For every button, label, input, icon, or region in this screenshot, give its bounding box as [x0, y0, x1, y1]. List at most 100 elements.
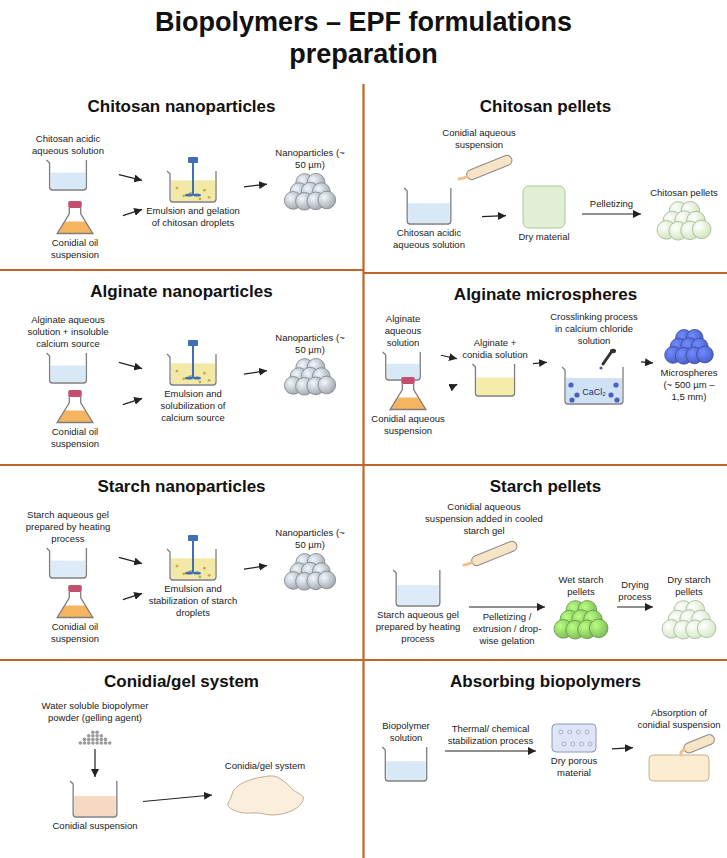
powder-grain — [91, 738, 95, 742]
process-arrow — [469, 606, 545, 607]
process-step: Nanoparticles (~ 50 µm) — [270, 147, 350, 211]
process-arrow — [143, 795, 212, 801]
powder-grain — [100, 738, 104, 742]
process-step: Biopolymer solution — [370, 720, 442, 782]
process-step: Conidial oil suspension — [30, 585, 120, 645]
droplet — [182, 377, 185, 380]
microsphere — [608, 392, 613, 397]
step-caption: Dry material — [509, 231, 579, 243]
powder-grain — [95, 738, 99, 742]
process-arrow — [617, 606, 653, 607]
process-arrow — [123, 209, 142, 215]
sphere — [589, 619, 608, 638]
panel: Alginate nanoparticlesAlginate aqueous s… — [0, 270, 363, 465]
process-step: Starch aqueous gel prepared by heating p… — [370, 569, 466, 645]
powder-grain — [91, 741, 95, 745]
flask-icon — [30, 585, 120, 619]
sphere — [697, 346, 714, 363]
process-arrow — [119, 557, 142, 563]
panel: Starch nanoparticlesStarch aqueous gel p… — [0, 465, 363, 660]
beaker-outline — [383, 352, 421, 380]
process-arrow — [119, 175, 142, 181]
pour-stream — [681, 750, 684, 754]
divider-line — [364, 272, 727, 274]
process-step: Microspheres (~ 500 µm – 1,5 mm) — [656, 329, 722, 403]
dropper-bulb — [610, 349, 616, 353]
powder-grain — [91, 730, 95, 734]
flask-outline — [390, 384, 426, 410]
beaker-outline — [47, 160, 87, 190]
beaker-outline — [70, 781, 117, 817]
beaker-icon — [20, 547, 116, 579]
droplet — [182, 194, 185, 197]
beaker-liquid — [51, 561, 86, 577]
powder-grain — [95, 741, 99, 745]
droplet — [176, 187, 179, 190]
stirrer-blade — [185, 193, 193, 196]
beaker-icon — [379, 187, 479, 225]
process-arrow — [123, 398, 142, 404]
stir-icon — [145, 157, 241, 203]
process-step: Dry material — [509, 185, 579, 243]
stirrer-rod — [192, 539, 194, 573]
flask-icon — [30, 390, 120, 424]
process-arrow — [244, 566, 267, 570]
flask-cap — [68, 585, 81, 592]
diagram-title: Biopolymers – EPF formulations preparati… — [0, 6, 727, 70]
step-caption: Chitosan acidic aqueous solution — [20, 133, 116, 157]
process-step: Conidia/gel system — [215, 760, 315, 820]
step-caption: Conidial aqueous suspension — [368, 413, 448, 437]
beaker-liquid — [397, 585, 439, 605]
test-tube — [465, 154, 513, 181]
spheres-icon — [270, 358, 350, 396]
process-step: Conidial oil suspension — [30, 201, 120, 261]
test-tube — [682, 733, 715, 754]
droplet — [199, 198, 202, 201]
droplet — [208, 196, 211, 199]
stirrer-rod — [192, 161, 194, 195]
step-caption: Conidial oil suspension — [30, 237, 120, 261]
process-step: Wet starch pellets — [548, 574, 614, 640]
beaker-outline — [472, 364, 514, 396]
panel-heading: Conidia/gel system — [0, 660, 363, 692]
flask-cap — [401, 377, 414, 384]
process-step: Water soluble biopolymer powder (gelling… — [30, 700, 160, 746]
powder-grain — [83, 741, 87, 745]
process-step: Dry porous material — [539, 723, 609, 779]
step-caption: Water soluble biopolymer powder (gelling… — [30, 700, 160, 724]
panel-heading: Chitosan pellets — [364, 85, 727, 117]
powder-grain — [104, 738, 108, 742]
gel-icon — [215, 774, 315, 820]
flask-cap — [68, 390, 81, 397]
stir-icon — [145, 535, 241, 581]
beaker-outline — [562, 367, 623, 404]
droplet — [199, 381, 202, 384]
process-step: Conidial aqueous suspension — [424, 127, 534, 179]
panel: Chitosan nanoparticlesChitosan acidic aq… — [0, 85, 363, 270]
process-arrow — [533, 362, 547, 363]
step-caption: Wet starch pellets — [548, 574, 614, 598]
beaker-outline — [382, 747, 426, 781]
droplet — [208, 574, 211, 577]
process-arrow — [482, 216, 506, 217]
tube-body — [470, 540, 518, 567]
beaker-icon — [20, 352, 116, 384]
divider-line — [364, 464, 727, 466]
droplet — [203, 189, 206, 192]
process-step: Emulsion and stabilization of starch dro… — [145, 535, 241, 619]
pore — [579, 742, 583, 746]
porous-material — [552, 724, 596, 752]
flask-liquid — [57, 221, 93, 233]
sphere — [318, 376, 336, 394]
microsphere — [614, 397, 619, 402]
stir-icon — [145, 340, 241, 386]
beaker-liquid — [51, 366, 86, 382]
spheres-icon — [270, 173, 350, 211]
beaker-liquid — [476, 377, 513, 395]
flask-outline — [57, 592, 93, 618]
step-caption: Alginate aqueous solution — [368, 313, 438, 349]
powder-grain — [104, 741, 108, 745]
step-label: Drying process — [611, 579, 659, 603]
divider-lines — [0, 84, 727, 858]
process-step: Absorption of conidial suspension — [636, 707, 722, 783]
